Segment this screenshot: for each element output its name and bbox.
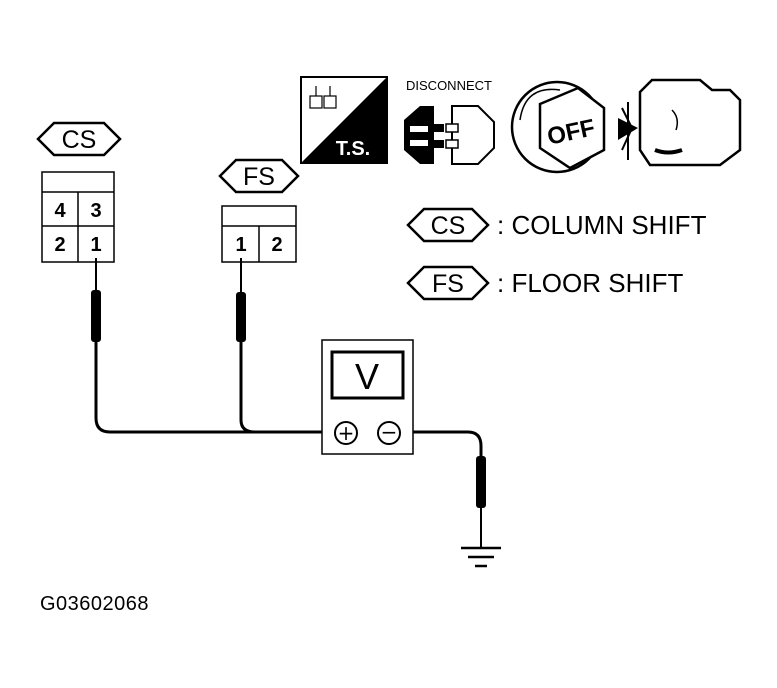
figure-id: G03602068 (40, 593, 150, 615)
legend-cs-text: : COLUMN SHIFT (497, 210, 707, 240)
minus-symbol: − (381, 420, 398, 444)
cs-pin-1: 1 (90, 234, 101, 256)
fs-connector: 1 2 (221, 205, 297, 263)
ground-icon (461, 546, 501, 568)
cs-probe (91, 258, 330, 434)
disconnect-icon: DISCONNECT (404, 78, 495, 165)
ground-probe (402, 430, 486, 548)
ts-label: T.S. (336, 138, 370, 160)
minus-terminal: − (377, 420, 401, 445)
plus-terminal: + (334, 421, 358, 445)
legend-fs-text: : FLOOR SHIFT (497, 268, 683, 298)
legend-cs: CS : COLUMN SHIFT (406, 207, 707, 243)
cs-tag-label: CS (62, 126, 97, 154)
cs-connector: 4 3 2 1 (41, 171, 115, 263)
voltmeter-display: V (355, 356, 379, 397)
legend-cs-symbol: CS (431, 212, 466, 240)
fs-connector-tag: FS (218, 158, 300, 194)
voltmeter: V + − (321, 339, 414, 455)
engine-icon (618, 78, 742, 167)
ignition-off-icon: OFF (510, 80, 606, 174)
cs-pin-2: 2 (54, 234, 65, 256)
legend-fs: FS : FLOOR SHIFT (406, 265, 683, 301)
cs-connector-tag: CS (36, 121, 122, 157)
fs-probe (236, 258, 256, 434)
cs-pin-4: 4 (54, 200, 66, 222)
fs-tag-label: FS (243, 163, 275, 191)
legend-fs-symbol: FS (432, 270, 464, 298)
fs-pin-2: 2 (271, 234, 282, 256)
plus-symbol: + (338, 421, 355, 445)
ts-icon: T.S. (300, 76, 388, 164)
disconnect-label: DISCONNECT (406, 78, 492, 93)
fs-pin-1: 1 (235, 234, 246, 256)
cs-pin-3: 3 (90, 200, 101, 222)
